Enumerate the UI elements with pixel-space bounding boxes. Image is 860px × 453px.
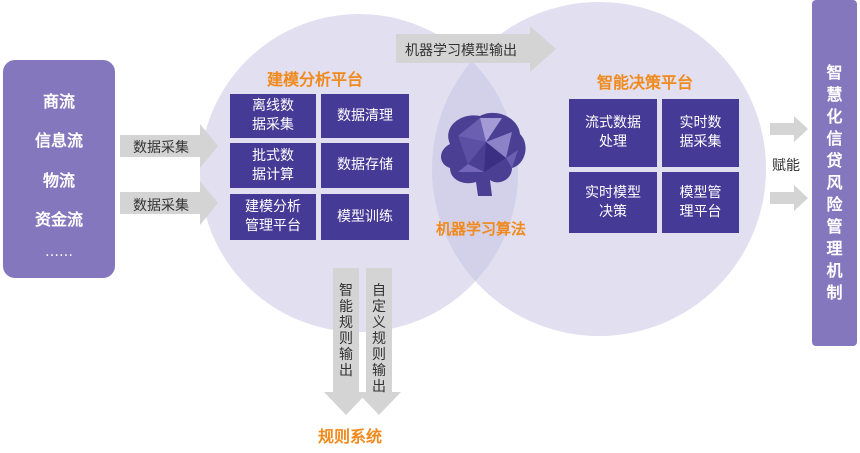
rule-system-label: 规则系统 xyxy=(318,427,383,446)
tile-model-training-label: 模型训练 xyxy=(337,208,393,225)
decision-platform-title: 智能决策平台 xyxy=(597,73,694,92)
tile-modeling-management: 建模分析 管理平台 xyxy=(230,194,316,240)
tile-model-management: 模型管 理平台 xyxy=(662,172,739,233)
collect-label-bottom: 数据采集 xyxy=(133,198,189,214)
tile-offline-collection: 离线数 据采集 xyxy=(230,94,316,138)
tile-batch-compute: 批式数 据计算 xyxy=(230,143,316,188)
tile-batch-compute-label: 批式数 据计算 xyxy=(252,147,294,183)
tile-model-management-label: 模型管 理平台 xyxy=(679,184,722,220)
source-capital-flow: 资金流 xyxy=(34,210,83,229)
tile-modeling-management-label: 建模分析 管理平台 xyxy=(245,199,301,234)
tile-realtime-collection-label: 实时数 据采集 xyxy=(679,115,722,150)
collect-arrow-bottom xyxy=(120,181,218,225)
empower-arrow-top xyxy=(770,116,808,142)
risk-mechanism-label: 智慧化信贷风险管理机制 xyxy=(826,63,843,302)
tile-stream-processing: 流式数据 处理 xyxy=(569,99,657,167)
risk-mechanism-panel: 智慧化信贷风险管理机制 xyxy=(812,0,857,346)
tile-realtime-decision: 实时模型 决策 xyxy=(569,172,657,233)
smart-rule-output-label: 智能规则输出 xyxy=(339,283,353,379)
brain-icon xyxy=(441,112,526,196)
source-information-flow: 信息流 xyxy=(34,131,83,150)
custom-rule-arrow xyxy=(357,268,401,415)
source-ellipsis: …… xyxy=(45,244,73,260)
tile-realtime-decision-label: 实时模型 决策 xyxy=(585,184,641,220)
source-logistics-flow: 物流 xyxy=(42,171,75,190)
tile-offline-collection-label: 离线数 据采集 xyxy=(252,98,294,133)
custom-rule-output-label: 自定义规则输出 xyxy=(372,283,386,395)
tile-data-cleaning: 数据清理 xyxy=(321,94,409,138)
tile-data-storage: 数据存储 xyxy=(321,143,409,188)
empower-label: 赋能 xyxy=(772,158,800,174)
tile-data-cleaning-label: 数据清理 xyxy=(337,107,393,124)
source-commerce-flow: 商流 xyxy=(42,92,75,111)
smart-rule-arrow xyxy=(324,268,368,415)
empower-arrow-bottom xyxy=(770,185,808,211)
tile-realtime-collection: 实时数 据采集 xyxy=(662,99,739,167)
data-sources-panel: 商流 信息流 物流 资金流 …… xyxy=(3,60,115,278)
ml-output-arrow xyxy=(396,26,556,72)
modeling-platform-title: 建模分析平台 xyxy=(267,70,364,89)
ml-output-label: 机器学习模型输出 xyxy=(405,43,517,59)
collect-arrow-top xyxy=(120,124,218,168)
tile-stream-processing-label: 流式数据 处理 xyxy=(585,115,641,150)
tile-model-training: 模型训练 xyxy=(321,194,409,240)
ml-algorithm-label: 机器学习算法 xyxy=(436,220,527,238)
collect-label-top: 数据采集 xyxy=(133,140,189,156)
tile-data-storage-label: 数据存储 xyxy=(337,157,393,173)
